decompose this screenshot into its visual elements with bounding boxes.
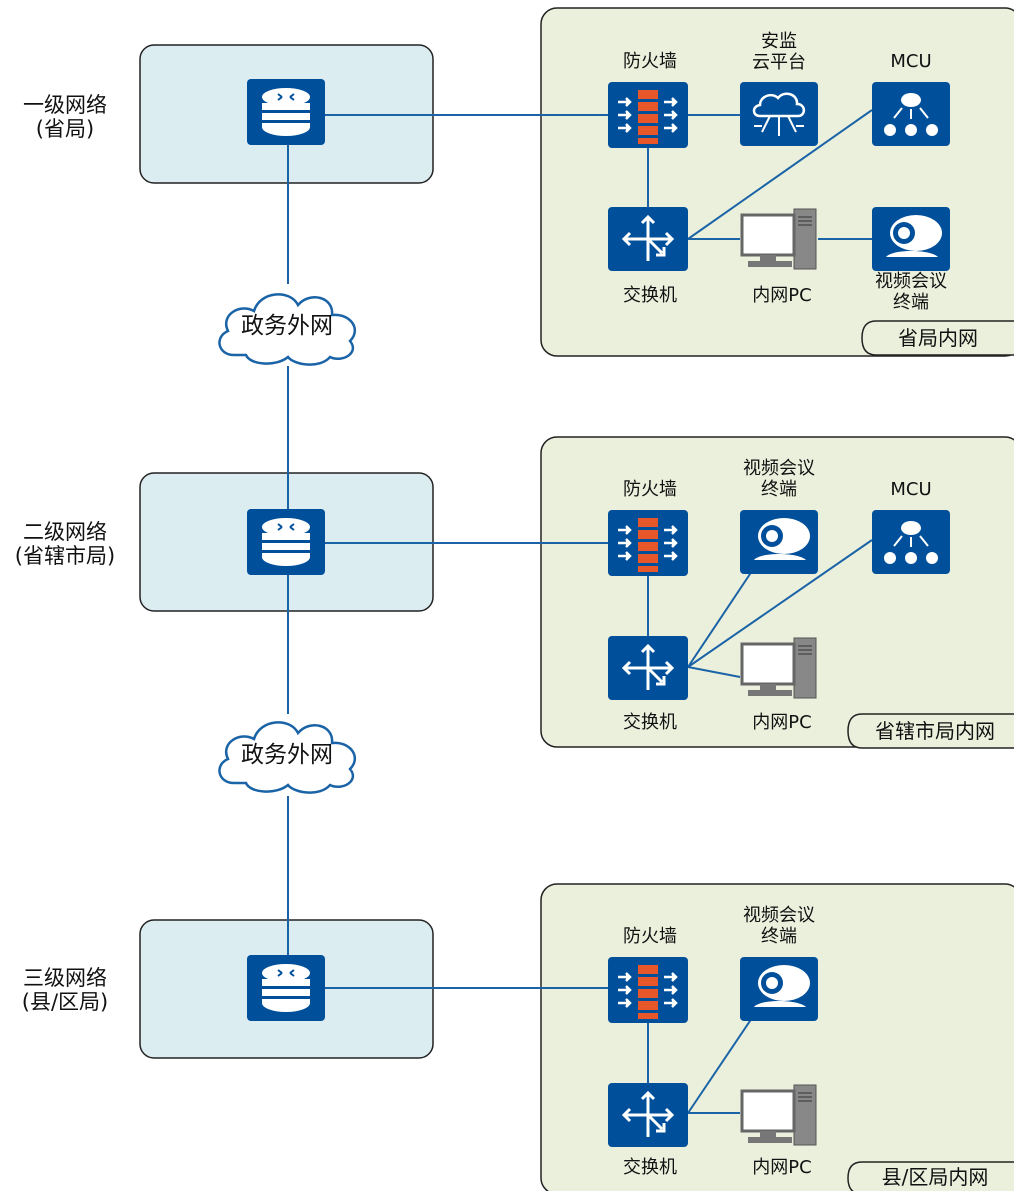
pc-icon xyxy=(740,208,817,270)
mcu-icon xyxy=(872,82,950,146)
terminal-label-line2: 终端 xyxy=(761,478,797,500)
router-icon xyxy=(247,79,325,145)
video-terminal-icon xyxy=(740,957,818,1021)
tier1-label: 一级网络 (省局) xyxy=(0,93,130,141)
tier3-links xyxy=(324,987,757,1114)
tier2-label: 二级网络 (省辖市局) xyxy=(0,520,130,568)
router-icon xyxy=(247,955,325,1021)
tier2-label-line1: 二级网络 xyxy=(23,520,107,544)
terminal-label: 视频会议 终端 xyxy=(851,271,971,313)
firewall-icon xyxy=(608,82,688,148)
cloud-icon xyxy=(218,293,357,366)
terminal-label-line1: 视频会议 xyxy=(743,458,815,479)
pc-icon xyxy=(740,637,817,699)
platform-label-line1: 安监 xyxy=(761,31,797,52)
mcu-label: MCU xyxy=(890,479,932,500)
platform-label: 安监 云平台 xyxy=(719,31,839,73)
firewall-label: 防火墙 xyxy=(623,926,677,947)
terminal-label: 视频会议 终端 xyxy=(719,905,839,947)
tier3-label-line2: (县/区局) xyxy=(21,990,109,1015)
mcu-icon xyxy=(872,510,950,574)
tier1-label-line1: 一级网络 xyxy=(23,93,107,117)
switch-icon xyxy=(608,1083,688,1147)
firewall-icon xyxy=(608,510,688,576)
cloud-label: 政务外网 xyxy=(241,313,333,339)
cloud-label: 政务外网 xyxy=(241,742,333,768)
pc-icon xyxy=(740,1084,817,1146)
terminal-label-line2: 终端 xyxy=(893,291,929,313)
platform-label-line2: 云平台 xyxy=(752,51,806,73)
switch-icon xyxy=(608,207,688,271)
cloud-icon xyxy=(218,721,357,794)
video-terminal-icon xyxy=(740,510,818,574)
firewall-label: 防火墙 xyxy=(623,479,677,500)
switch-icon xyxy=(608,636,688,700)
tier3-region-label: 县/区局内网 xyxy=(881,1165,989,1189)
router-icon xyxy=(247,509,325,575)
mcu-label: MCU xyxy=(890,51,932,72)
tier3-region-pill xyxy=(847,1161,1014,1191)
switch-label: 交换机 xyxy=(623,712,677,733)
terminal-label: 视频会议 终端 xyxy=(719,458,839,500)
tier3-label: 三级网络 (县/区局) xyxy=(0,966,130,1014)
switch-label: 交换机 xyxy=(623,285,677,306)
switch-label: 交换机 xyxy=(623,1157,677,1178)
terminal-label-line1: 视频会议 xyxy=(743,905,815,926)
tier2-region-label: 省辖市局内网 xyxy=(875,719,995,743)
video-terminal-icon xyxy=(872,207,950,271)
terminal-label-line2: 终端 xyxy=(761,925,797,947)
tier1-links xyxy=(324,109,873,240)
tier2-region-pill xyxy=(847,713,1014,749)
pc-label: 内网PC xyxy=(752,712,812,733)
firewall-label: 防火墙 xyxy=(623,51,677,72)
firewall-icon xyxy=(608,957,688,1023)
pc-label: 内网PC xyxy=(752,285,812,306)
tier1-label-line2: (省局) xyxy=(35,117,95,142)
tier1-region-pill xyxy=(861,320,1014,356)
tier2-links xyxy=(324,539,873,678)
tier3-label-line1: 三级网络 xyxy=(23,966,107,990)
cloud-platform-icon xyxy=(740,82,818,146)
tier2-label-line2: (省辖市局) xyxy=(14,544,116,569)
pc-label: 内网PC xyxy=(752,1157,812,1178)
terminal-label-line1: 视频会议 xyxy=(875,271,947,292)
tier1-region-label: 省局内网 xyxy=(898,326,978,350)
